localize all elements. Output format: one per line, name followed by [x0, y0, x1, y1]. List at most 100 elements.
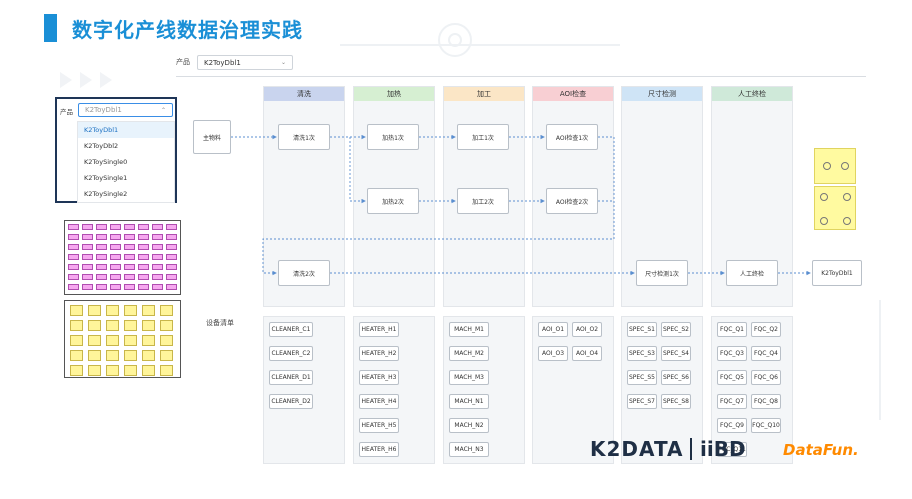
- device-chip[interactable]: FQC_Q4: [751, 346, 781, 361]
- device-chip[interactable]: FQC_Q9: [717, 418, 747, 433]
- grid-cell: [96, 274, 107, 280]
- device-chip[interactable]: SPEC_S7: [627, 394, 657, 409]
- device-chip[interactable]: MACH_M1: [449, 322, 489, 337]
- dropdown-option[interactable]: K2ToySingle1: [84, 174, 128, 182]
- grid-cell: [166, 264, 177, 270]
- device-panel-mach: [443, 316, 525, 464]
- grid-cell: [82, 244, 93, 250]
- device-chip[interactable]: SPEC_S5: [627, 370, 657, 385]
- grid-cell: [124, 365, 137, 376]
- device-chip[interactable]: FQC_Q5: [717, 370, 747, 385]
- datafun-logo: DataFun.: [783, 441, 859, 459]
- device-chip[interactable]: FQC_Q7: [717, 394, 747, 409]
- heat2-node[interactable]: 加热2次: [367, 188, 419, 214]
- grid-cell: [106, 350, 119, 361]
- device-chip[interactable]: CLEANER_C1: [269, 322, 313, 337]
- grid-cell: [152, 234, 163, 240]
- device-chip[interactable]: MACH_M3: [449, 370, 489, 385]
- circle-icon: [823, 162, 831, 170]
- device-chip[interactable]: HEATER_H3: [359, 370, 399, 385]
- product-select[interactable]: K2ToyDbl1 ⌄: [197, 55, 293, 70]
- grid-cell: [70, 335, 83, 346]
- clean1-node[interactable]: 清洗1次: [278, 124, 330, 150]
- aoi1-node[interactable]: AOI检查1次: [546, 124, 598, 150]
- devices-label: 设备清单: [206, 319, 234, 327]
- grid-cell: [152, 224, 163, 230]
- grid-cell: [166, 234, 177, 240]
- grid-cell: [68, 264, 79, 270]
- dropdown-select[interactable]: K2ToyDbl1 ⌃: [78, 103, 173, 117]
- device-chip[interactable]: CLEANER_C2: [269, 346, 313, 361]
- k2data-logo: K2DATA: [590, 437, 684, 461]
- grid-cell: [152, 284, 163, 290]
- device-chip[interactable]: FQC_Q11: [717, 442, 747, 457]
- dropdown-options: K2ToyDbl1 K2ToyDbl2 K2ToySingle0 K2ToySi…: [77, 121, 175, 203]
- product-label: 产品: [176, 58, 190, 66]
- grid-cell: [142, 320, 155, 331]
- device-chip[interactable]: FQC_Q6: [751, 370, 781, 385]
- stage-header: 人工终检: [712, 87, 792, 101]
- device-panel-aoi: [532, 316, 614, 464]
- grid-cell: [124, 244, 135, 250]
- device-chip[interactable]: HEATER_H1: [359, 322, 399, 337]
- grid-cell: [96, 254, 107, 260]
- page-title: 数字化产线数据治理实践: [72, 18, 303, 42]
- device-chip[interactable]: HEATER_H5: [359, 418, 399, 433]
- device-chip[interactable]: FQC_Q3: [717, 346, 747, 361]
- device-chip[interactable]: SPEC_S6: [661, 370, 691, 385]
- device-chip[interactable]: SPEC_S1: [627, 322, 657, 337]
- clean2-node[interactable]: 清洗2次: [278, 260, 330, 286]
- dropdown-option[interactable]: K2ToySingle2: [84, 190, 128, 198]
- device-chip[interactable]: MACH_N2: [449, 418, 489, 433]
- mach2-node[interactable]: 加工2次: [457, 188, 509, 214]
- grid-cell: [142, 350, 155, 361]
- device-chip[interactable]: AOI_O3: [538, 346, 568, 361]
- circle-icon: [820, 193, 828, 201]
- device-chip[interactable]: FQC_Q2: [751, 322, 781, 337]
- grid-cell: [124, 284, 135, 290]
- device-chip[interactable]: FQC_Q10: [751, 418, 781, 433]
- grid-cell: [96, 284, 107, 290]
- product-output-node[interactable]: K2ToyDbl1: [812, 260, 862, 286]
- device-chip[interactable]: MACH_N1: [449, 394, 489, 409]
- device-chip[interactable]: AOI_O2: [572, 322, 602, 337]
- grid-cell: [106, 335, 119, 346]
- aoi2-node[interactable]: AOI检查2次: [546, 188, 598, 214]
- grid-cell: [124, 264, 135, 270]
- device-chip[interactable]: FQC_Q8: [751, 394, 781, 409]
- device-chip[interactable]: HEATER_H4: [359, 394, 399, 409]
- yellow-card-top: [814, 148, 856, 184]
- device-chip[interactable]: AOI_O4: [572, 346, 602, 361]
- dropdown-label: 产品: [60, 108, 73, 116]
- grid-cell: [166, 244, 177, 250]
- device-chip[interactable]: SPEC_S2: [661, 322, 691, 337]
- device-chip[interactable]: SPEC_S8: [661, 394, 691, 409]
- mach1-node[interactable]: 加工1次: [457, 124, 509, 150]
- device-chip[interactable]: SPEC_S3: [627, 346, 657, 361]
- heat1-node[interactable]: 加热1次: [367, 124, 419, 150]
- grid-cell: [160, 305, 173, 316]
- product-select-value: K2ToyDbl1: [204, 58, 241, 67]
- device-chip[interactable]: AOI_O1: [538, 322, 568, 337]
- grid-cell: [96, 264, 107, 270]
- raw-material-node[interactable]: 主物料: [193, 120, 231, 154]
- yellow-grid-thumbnail: [64, 300, 181, 378]
- dropdown-option[interactable]: K2ToyDbl1: [78, 122, 174, 138]
- manual-inspection-node[interactable]: 人工终检: [726, 260, 778, 286]
- size1-node[interactable]: 尺寸检测1次: [636, 260, 688, 286]
- grid-cell: [124, 335, 137, 346]
- device-chip[interactable]: HEATER_H6: [359, 442, 399, 457]
- device-chip[interactable]: FQC_Q1: [717, 322, 747, 337]
- grid-cell: [82, 284, 93, 290]
- dropdown-option[interactable]: K2ToySingle0: [84, 158, 128, 166]
- device-chip[interactable]: SPEC_S4: [661, 346, 691, 361]
- device-chip[interactable]: MACH_N3: [449, 442, 489, 457]
- device-chip[interactable]: CLEANER_D1: [269, 370, 313, 385]
- grid-cell: [138, 254, 149, 260]
- dropdown-option[interactable]: K2ToyDbl2: [84, 142, 119, 150]
- device-chip[interactable]: CLEANER_D2: [269, 394, 313, 409]
- device-chip[interactable]: MACH_M2: [449, 346, 489, 361]
- grid-cell: [142, 365, 155, 376]
- device-chip[interactable]: HEATER_H2: [359, 346, 399, 361]
- title-accent-bar: [44, 14, 57, 42]
